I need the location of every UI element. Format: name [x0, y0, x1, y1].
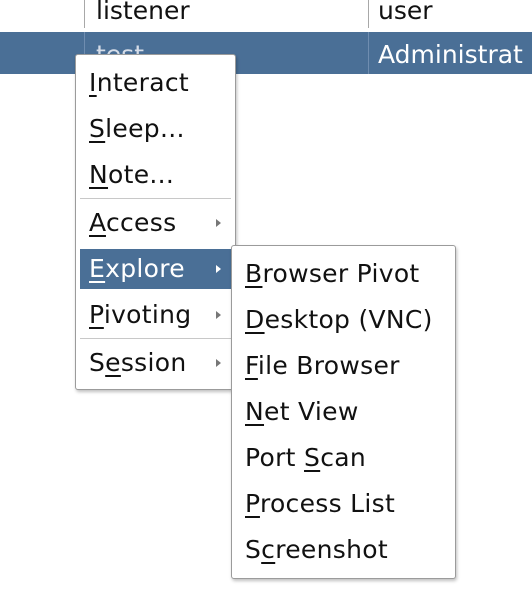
menu-item-label: xplore [105, 254, 185, 283]
menu-item-label: esktop (VNC) [264, 305, 433, 334]
menu-item-browser-pivot[interactable]: Browser Pivot [236, 254, 451, 294]
menu-item-label: reenshot [275, 535, 388, 564]
menu-item-label: et View [264, 397, 359, 426]
menu-item-note[interactable]: Note... [80, 155, 231, 195]
mnemonic-letter: F [245, 351, 258, 380]
mnemonic-letter: N [89, 160, 109, 189]
menu-item-label: can [320, 443, 366, 472]
column-divider [368, 32, 369, 74]
mnemonic-letter: A [89, 208, 106, 237]
menu-item-file-browser[interactable]: File Browser [236, 346, 451, 386]
menu-item-label: rowser Pivot [262, 259, 420, 288]
mnemonic-letter: E [89, 254, 106, 283]
submenu-arrow-icon [216, 265, 221, 273]
menu-item-label: ssion [120, 348, 187, 377]
menu-item-label: nteract [96, 68, 189, 97]
menu-item-label: leep... [105, 114, 185, 143]
menu-item-desktop-vnc[interactable]: Desktop (VNC) [236, 300, 451, 340]
listener-cell: listener [96, 0, 190, 25]
column-divider [368, 0, 369, 28]
mnemonic-letter: S [89, 114, 106, 143]
submenu-arrow-icon [216, 311, 221, 319]
submenu-arrow-icon [216, 219, 221, 227]
menu-item-explore[interactable]: Explore [80, 249, 231, 289]
explore-submenu: Browser Pivot Desktop (VNC) File Browser… [231, 245, 456, 579]
menu-separator [80, 338, 231, 339]
submenu-arrow-icon [216, 359, 221, 367]
menu-item-label: ivoting [103, 300, 192, 329]
menu-item-access[interactable]: Access [80, 203, 231, 243]
menu-item-label: S [89, 348, 106, 377]
menu-item-label: ccess [105, 208, 177, 237]
menu-item-interact[interactable]: Interact [80, 63, 231, 103]
mnemonic-letter: e [105, 348, 121, 377]
menu-item-pivoting[interactable]: Pivoting [80, 295, 231, 335]
menu-item-label: Port [245, 443, 305, 472]
menu-item-label: S [245, 535, 262, 564]
user-cell: Administrat [378, 40, 523, 69]
table-header-row: listener user [0, 0, 532, 28]
menu-item-label: ile Browser [257, 351, 400, 380]
mnemonic-letter: c [261, 535, 276, 564]
mnemonic-letter: B [245, 259, 263, 288]
menu-item-label: ote... [108, 160, 175, 189]
menu-item-process-list[interactable]: Process List [236, 484, 451, 524]
menu-item-session[interactable]: Session [80, 343, 231, 383]
mnemonic-letter: S [304, 443, 321, 472]
menu-separator [80, 198, 231, 199]
menu-item-net-view[interactable]: Net View [236, 392, 451, 432]
mnemonic-letter: D [245, 305, 265, 334]
context-menu: Interact Sleep... Note... Access Explore… [75, 54, 236, 390]
mnemonic-letter: P [245, 489, 260, 518]
column-divider [84, 0, 85, 28]
user-cell: user [378, 0, 433, 25]
column-divider [84, 32, 85, 74]
mnemonic-letter: P [89, 300, 104, 329]
menu-item-port-scan[interactable]: Port Scan [236, 438, 451, 478]
menu-item-label: rocess List [259, 489, 396, 518]
menu-item-sleep[interactable]: Sleep... [80, 109, 231, 149]
mnemonic-letter: N [245, 397, 265, 426]
mnemonic-letter: I [89, 68, 97, 97]
menu-item-screenshot[interactable]: Screenshot [236, 530, 451, 570]
